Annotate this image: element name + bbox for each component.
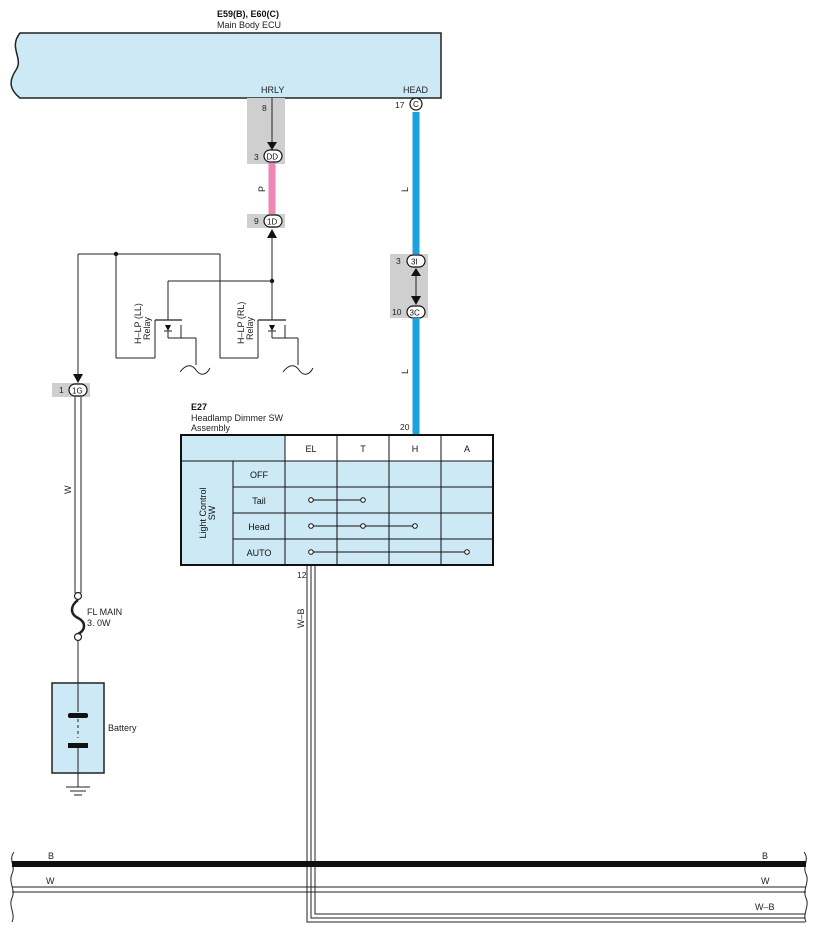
col-header-el: EL: [305, 444, 316, 454]
conn-auto-el: [308, 549, 314, 555]
ecu-box: [10, 32, 442, 99]
bus-lines: B B W W W–B: [10, 851, 808, 923]
bus-w-label-right: W: [761, 876, 770, 886]
arrow-up-3i: [411, 268, 421, 276]
connector-c: [409, 97, 423, 111]
conn-head-el: [308, 523, 314, 529]
wb-wire-outer: [306, 566, 805, 923]
fuse-element: [70, 599, 86, 636]
relay-ll-label-1: H–LP (LL): [133, 303, 143, 344]
relay-rl-load: [282, 365, 314, 375]
wire-label-w: W: [63, 485, 73, 494]
row-label-auto: AUTO: [247, 548, 272, 558]
connector-3i: [406, 254, 426, 268]
headlamp-relays: H–LP (LL) Relay H–LP (RL) Relay: [78, 251, 314, 375]
col-header-h: H: [412, 444, 419, 454]
switch-name-line1: Headlamp Dimmer SW: [191, 413, 284, 423]
arrow-up-1d: [267, 229, 277, 238]
arrow-down-dd: [267, 142, 277, 150]
ecu-connector-label: E59(B), E60(C): [217, 9, 279, 19]
pin-1d: 9: [254, 216, 259, 226]
bus-w-label-left: W: [46, 876, 55, 886]
connector-dd: [263, 149, 283, 163]
headlamp-dimmer-switch: E27 Headlamp Dimmer SW Assembly EL T H A…: [180, 402, 494, 580]
relay-rl-label-1: H–LP (RL): [236, 302, 246, 344]
connector-dd-id: DD: [267, 153, 279, 162]
connector-c-id: C: [413, 100, 419, 109]
head-circuit: 17 C L 3 3I 10 3C L 20: [390, 97, 428, 436]
conn-auto-a: [464, 549, 470, 555]
conn-head-t: [360, 523, 366, 529]
battery-label: Battery: [108, 723, 137, 733]
pin-switch-ground: 12: [297, 570, 307, 580]
pin-c: 17: [395, 100, 405, 110]
col-header-t: T: [360, 444, 366, 454]
fuse-name: FL MAIN: [87, 607, 122, 617]
wire-label-l-upper: L: [400, 187, 410, 192]
wb-wire-mid: [310, 566, 805, 919]
connector-3c-id: 3C: [410, 309, 420, 318]
hrly-circuit: 8 3 DD P 9 1D: [247, 98, 285, 284]
connector-1g: [68, 383, 88, 397]
ecu-terminal-head: HEAD: [403, 85, 429, 95]
ecu-terminal-hrly: HRLY: [261, 85, 284, 95]
switch-side-label-1: Light Control: [198, 487, 208, 538]
pin-1g: 1: [59, 385, 64, 395]
col-header-a: A: [464, 444, 470, 454]
battery-feed: 1 1G W FL MAIN 3. 0W Battery: [51, 254, 137, 796]
pin-3c: 10: [392, 307, 402, 317]
fuse-bottom-terminal: [73, 632, 83, 642]
connector-3i-id: 3I: [411, 258, 418, 267]
bus-b-label-left: B: [48, 851, 54, 861]
bus-b-label-right: B: [762, 851, 768, 861]
conn-tail-el: [308, 497, 314, 503]
pin-switch-head: 20: [400, 422, 410, 432]
wb-wire-inner: [314, 566, 805, 915]
pin-dd: 3: [254, 152, 259, 162]
relay-ll-label-2: Relay: [142, 316, 152, 340]
ground-wire-wb: W–B: [296, 566, 805, 923]
battery-plate-1: [68, 713, 88, 718]
ecu-name-label: Main Body ECU: [217, 20, 281, 30]
wire-label-p: P: [257, 186, 267, 192]
relay-rl-diode: [269, 325, 275, 331]
row-label-tail: Tail: [252, 496, 266, 506]
battery-plate-2: [68, 743, 88, 748]
row-label-off: OFF: [250, 470, 268, 480]
switch-side-label-2: SW: [207, 505, 217, 520]
fuse-rating: 3. 0W: [87, 618, 111, 628]
fuse-top-terminal: [73, 591, 83, 601]
relay-ll-diode: [165, 325, 171, 331]
wire-label-wb: W–B: [296, 608, 306, 628]
relay-rl-label-2: Relay: [245, 316, 255, 340]
conn-tail-t: [360, 497, 366, 503]
arrow-down-1g: [73, 374, 83, 383]
bus-wb-label-right: W–B: [755, 902, 775, 912]
pin-hrly: 8: [262, 103, 267, 113]
arrow-down-3c: [411, 296, 421, 305]
connector-1g-id: 1G: [72, 387, 83, 396]
relay-ll-load: [179, 365, 211, 375]
switch-table-border: [180, 434, 494, 566]
connector-1d-id: 1D: [267, 218, 277, 227]
connector-1d: [263, 214, 283, 228]
row-label-head: Head: [248, 522, 270, 532]
wire-label-l-lower: L: [400, 369, 410, 374]
pin-3i: 3: [396, 256, 401, 266]
main-body-ecu: E59(B), E60(C) Main Body ECU HRLY HEAD: [10, 9, 442, 99]
switch-name-line2: Assembly: [191, 423, 231, 433]
switch-connector-label: E27: [191, 402, 207, 412]
conn-head-h: [412, 523, 418, 529]
